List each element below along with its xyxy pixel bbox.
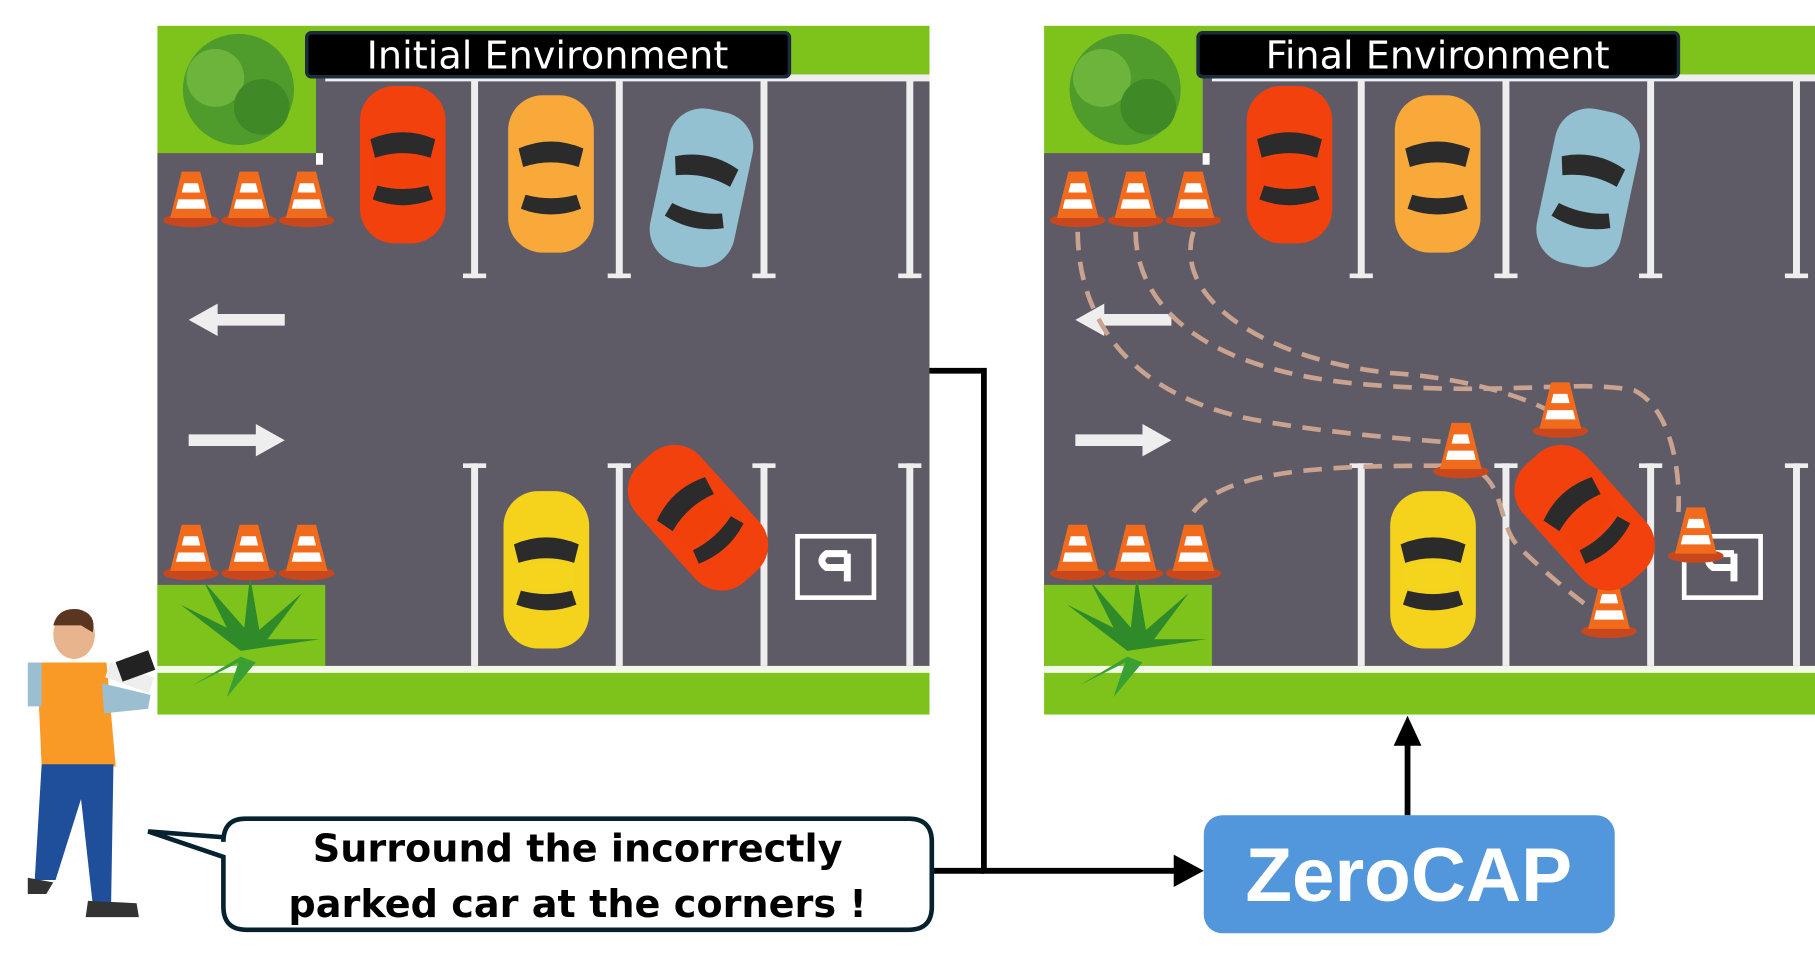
panel-title-final: Final Environment — [1196, 31, 1681, 79]
svg-text:Surround the incorrectly: Surround the incorrectly — [313, 828, 843, 872]
svg-text:parked car at the corners !: parked car at the corners ! — [288, 883, 866, 927]
panel-title-initial: Initial Environment — [305, 31, 792, 79]
cone-paths — [1075, 231, 1682, 613]
svg-text:Final Environment: Final Environment — [1266, 35, 1610, 79]
zerocap-box: ZeroCAP — [1203, 815, 1615, 934]
svg-text:Initial Environment: Initial Environment — [367, 35, 729, 79]
initial-environment-panel — [157, 26, 929, 715]
arrow-to-zerocap — [1173, 854, 1204, 888]
instruction-bubble: Surround the incorrectly parked car at t… — [147, 816, 935, 933]
person-with-controller-icon — [27, 608, 156, 918]
arrow-to-final — [1393, 715, 1422, 746]
svg-text:ZeroCAP: ZeroCAP — [1245, 833, 1572, 918]
final-environment-panel — [1044, 26, 1815, 715]
flow-connector — [929, 367, 1411, 874]
